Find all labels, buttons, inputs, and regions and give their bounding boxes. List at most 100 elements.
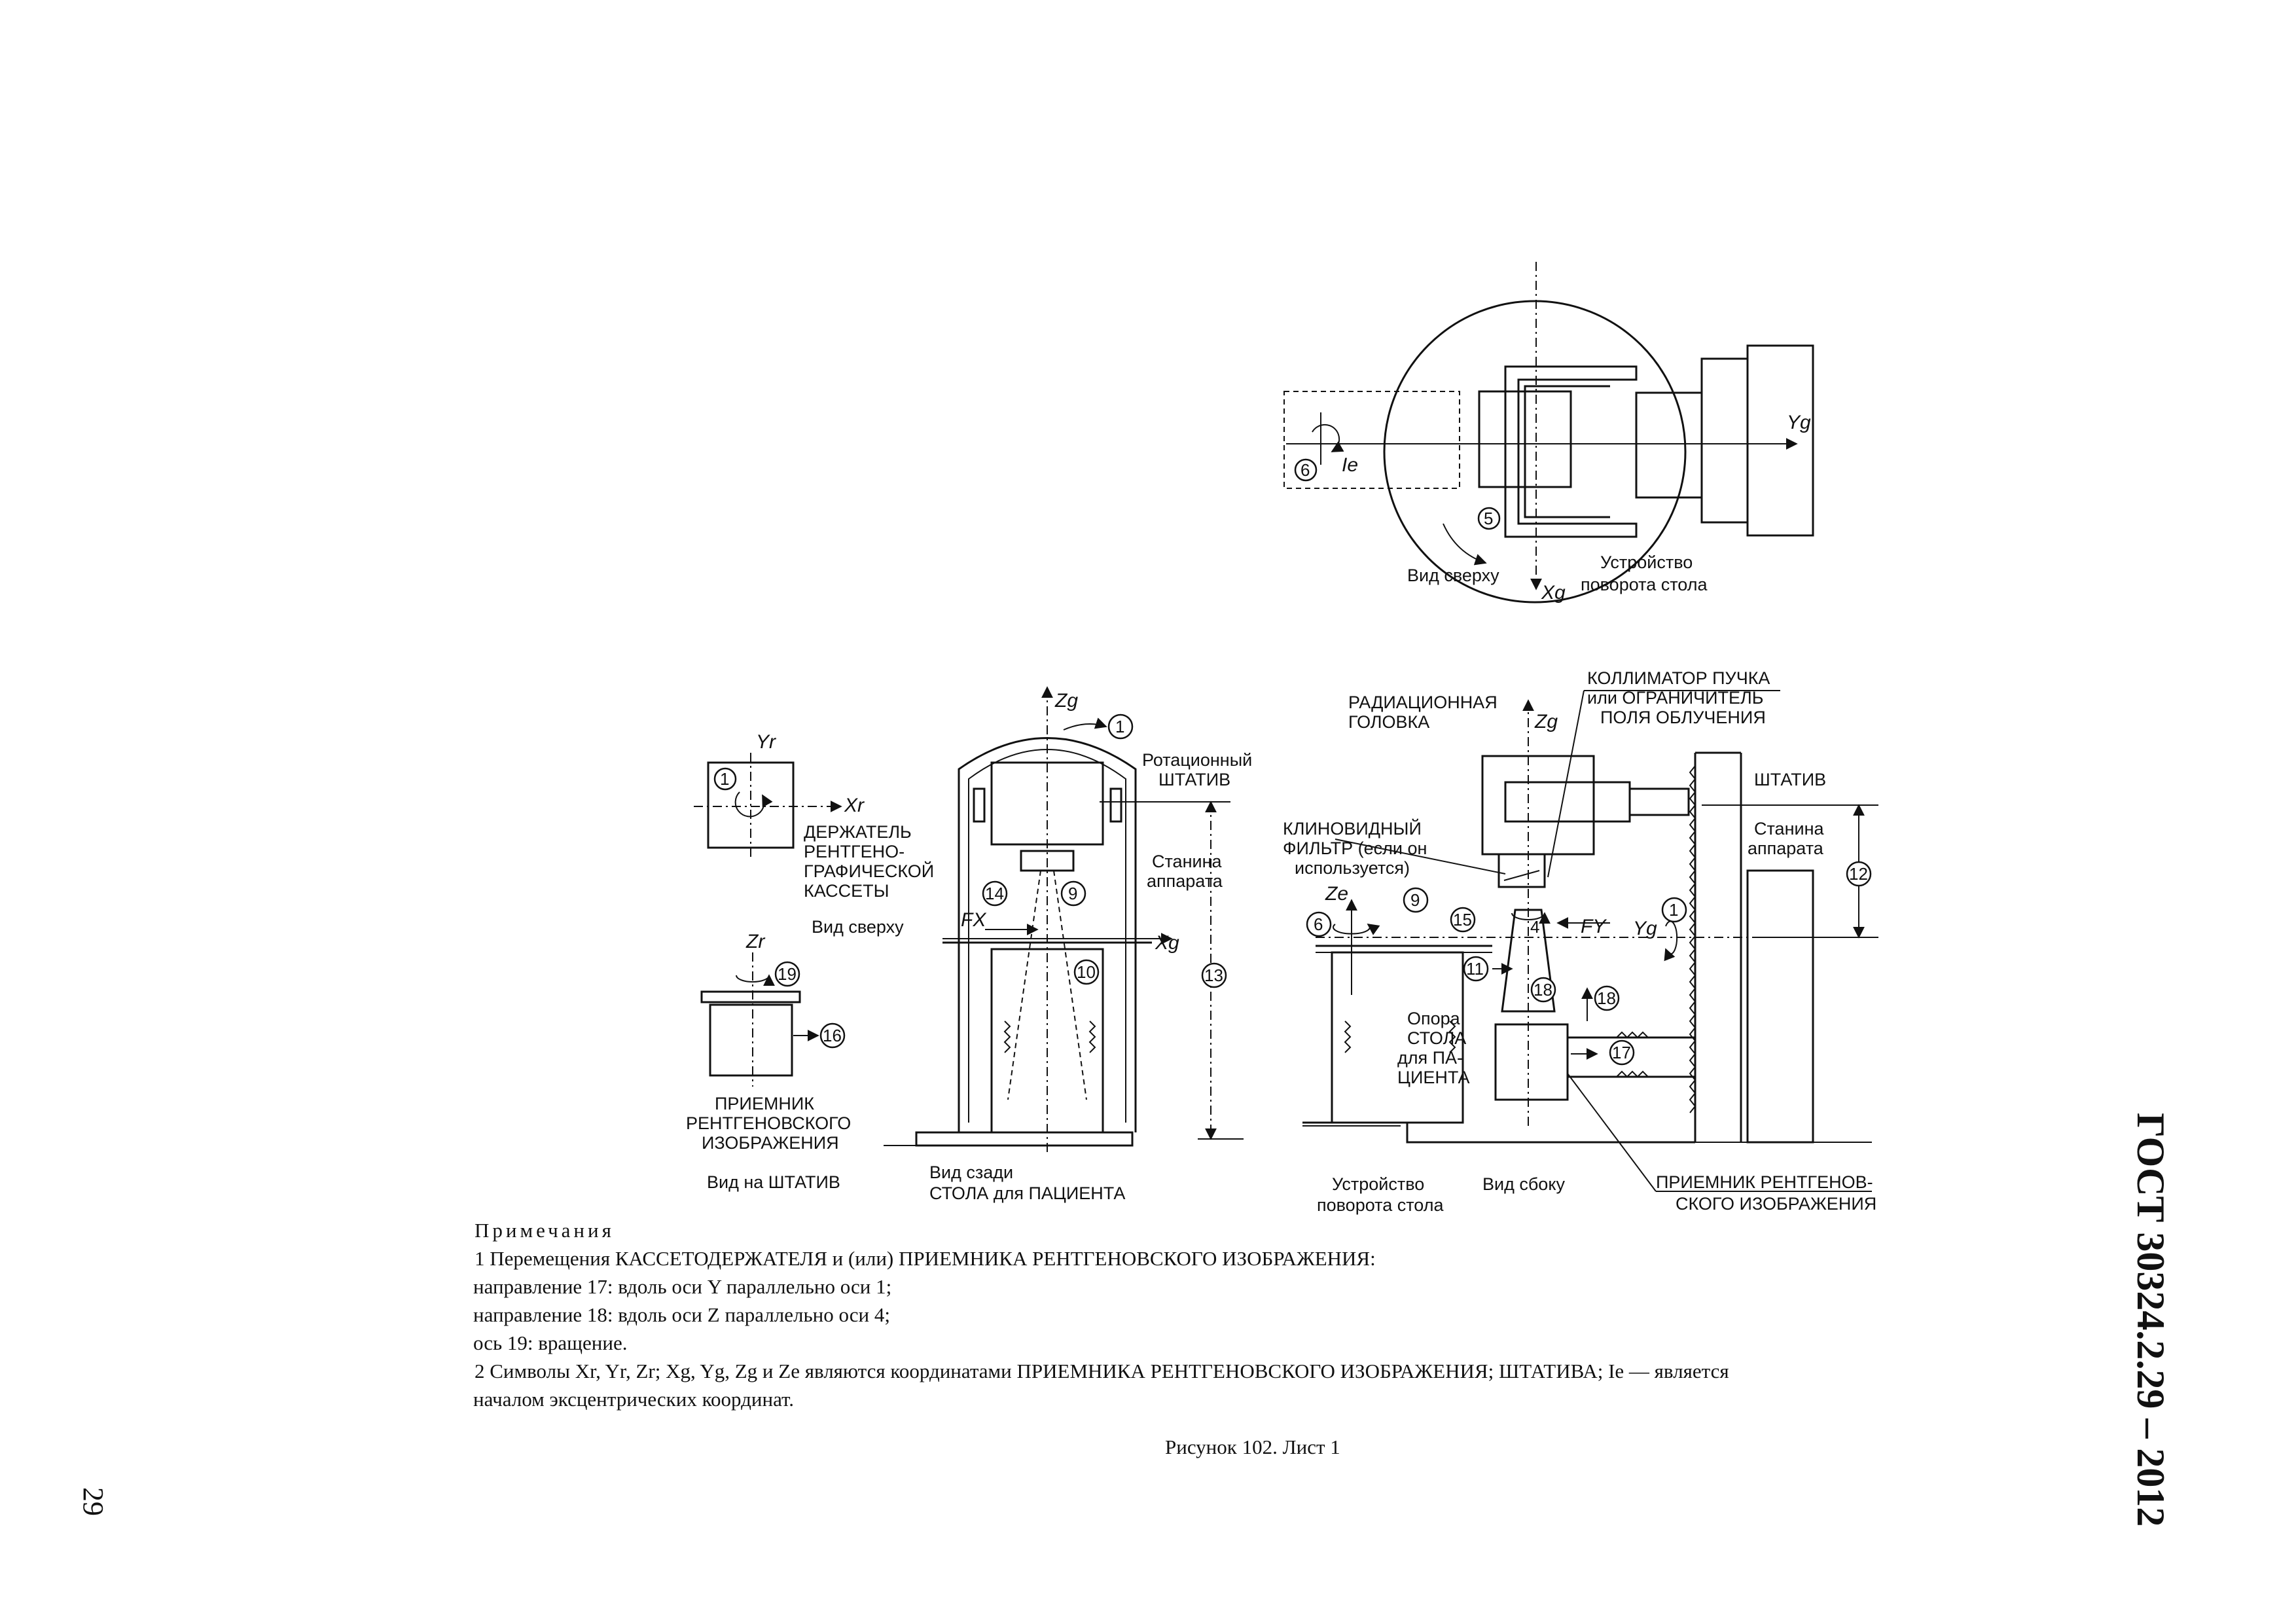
zg-label-side: Zg: [1534, 711, 1558, 732]
callout-18b-circle: [1594, 985, 1620, 1011]
wedge-filter: [1503, 870, 1540, 881]
callout-4: 4: [1530, 917, 1539, 937]
holder-label-4: КАССЕТЫ: [804, 881, 889, 901]
rear-view-label-2: СТОЛА для ПАЦИЕНТА: [929, 1183, 1125, 1203]
note-1: 1 Перемещения КАССЕТОДЕРЖАТЕЛЯ и (или) П…: [475, 1247, 1376, 1270]
frame-label-side-1: Станина: [1754, 819, 1824, 839]
collimator-label-1: КОЛЛИМАТОР ПУЧКА: [1587, 668, 1770, 688]
support-label-3: для ПА-: [1397, 1048, 1463, 1068]
turntable-label-1: Устройство: [1600, 552, 1693, 572]
receptor-block-left: [709, 1003, 793, 1077]
figure-caption: Рисунок 102. Лист 1: [1165, 1435, 1340, 1458]
callout-1-left: 1: [720, 769, 729, 789]
callout-5: 5: [1484, 509, 1493, 528]
radiation-head: [1481, 755, 1595, 856]
rot-stand-label-1: Ротационный: [1142, 750, 1252, 770]
callout-10-circle: [1073, 959, 1100, 985]
note-2: 2 Символы Xr, Yr, Zr; Xg, Yg, Zg и Ze яв…: [475, 1360, 1729, 1382]
rotation-arrow-5: [1443, 523, 1487, 566]
callout-14-circle: [982, 880, 1008, 907]
stand-pad-left: [973, 787, 986, 823]
collimator-label-3: ПОЛЯ ОБЛУЧЕНИЯ: [1600, 708, 1766, 727]
receptor-side-label-2: СКОГО ИЗОБРАЖЕНИЯ: [1676, 1194, 1876, 1214]
receptor-plate: [700, 990, 801, 1003]
shaft-block: [1635, 391, 1703, 499]
support-label-1: Опора: [1407, 1009, 1461, 1028]
callout-5-circle: [1477, 507, 1501, 530]
receptor-arm-side: [1566, 1036, 1696, 1078]
rotation-arrow-1-rear: [1063, 717, 1107, 731]
note-1b: направление 18: вдоль оси Z параллельно …: [473, 1303, 890, 1326]
fy-label: FY: [1581, 916, 1607, 937]
stand-column-side: [1694, 751, 1742, 1142]
arm-shaft: [1628, 787, 1690, 816]
rotation-arrow-1-left: [734, 791, 773, 818]
wedge-label-2: ФИЛЬТР (если он: [1283, 839, 1427, 858]
rotational-stand-outline: [958, 737, 1137, 1132]
callout-18b: 18: [1597, 988, 1616, 1008]
callout-12-circle: [1846, 861, 1872, 887]
ze-label: Ze: [1325, 883, 1348, 905]
callout-6-side-circle: [1306, 911, 1332, 937]
support-label-2: СТОЛА: [1407, 1028, 1466, 1048]
frame-label-side-2: аппарата: [1748, 839, 1824, 858]
zg-label-rear: Zg: [1054, 690, 1078, 712]
yg-label-top: Yg: [1787, 412, 1811, 433]
top-view-group: Yg Xg Ie 6 5 Вид сверху Устройство повор…: [1283, 262, 1814, 604]
receptor-label-1: ПРИЕМНИК: [715, 1094, 814, 1113]
receptor-label-3: ИЗОБРАЖЕНИЯ: [702, 1133, 839, 1153]
notes-block: Примечания 1 Перемещения КАССЕТОДЕРЖАТЕЛ…: [473, 1216, 2098, 1413]
callout-6-side: 6: [1314, 914, 1323, 934]
left-views-group: Yr Xr 1 ДЕРЖАТЕЛЬ РЕНТГЕНО- ГРАФИЧЕСКОЙ …: [686, 731, 934, 1192]
leader-collimator: [1547, 690, 1585, 878]
collimator-rear: [1020, 850, 1075, 872]
receptor-block-top: [1478, 390, 1572, 488]
rear-view-label-1: Вид сзади: [929, 1163, 1013, 1182]
callout-15: 15: [1453, 910, 1472, 929]
stand-frame-top: [1700, 357, 1749, 524]
callout-19-circle: [774, 961, 800, 987]
collimator-side: [1498, 853, 1546, 888]
callout-6-top: 6: [1300, 460, 1310, 480]
turntable-side-label-1: Устройство: [1332, 1174, 1424, 1194]
wedge-label-1: КЛИНОВИДНЫЙ: [1283, 818, 1422, 839]
receptor-arm-spring-top: [1616, 1031, 1649, 1039]
rear-view-group: Zg 1 Ротационный ШТАТИВ Станина аппарата…: [884, 686, 1252, 1203]
wedge-label-3: используется): [1295, 858, 1410, 878]
callout-1-rear-circle: [1107, 713, 1134, 740]
turntable-label-2: поворота стола: [1581, 575, 1708, 594]
note-1a: направление 17: вдоль оси Y параллельно …: [473, 1275, 892, 1298]
callout-13: 13: [1204, 965, 1223, 985]
callout-19: 19: [778, 964, 797, 984]
callout-10: 10: [1077, 962, 1096, 982]
callout-1-side-circle: [1661, 897, 1687, 923]
view-side-label: Вид сбоку: [1482, 1174, 1565, 1194]
note-1c: ось 19: вращение.: [473, 1331, 628, 1354]
callout-15-circle: [1450, 907, 1476, 933]
stand-base-top: [1746, 344, 1814, 537]
callout-1-side: 1: [1669, 900, 1678, 920]
rad-head-label-2: ГОЛОВКА: [1348, 712, 1429, 732]
side-view-group: РАДИАЦИОННАЯ ГОЛОВКА Zg КОЛЛИМАТОР ПУЧКА…: [1283, 668, 1878, 1215]
callout-9-side-circle: [1403, 887, 1429, 913]
ie-label-top: Ie: [1342, 454, 1358, 476]
xg-label-top: Xg: [1541, 582, 1566, 604]
cassette-bracket-outer: [1504, 365, 1638, 538]
leader-receptor: [1567, 1073, 1657, 1192]
spring-left-rear: [1003, 1020, 1011, 1053]
callout-1-rear: 1: [1115, 717, 1124, 736]
frame-label-2: аппарата: [1147, 871, 1223, 891]
yg-label-side: Yg: [1633, 918, 1657, 939]
support-spring-right: [1448, 1020, 1456, 1053]
tube-arm: [1504, 781, 1631, 823]
gost-header: ГОСТ 30324.2.29 – 2012: [2129, 1113, 2172, 1527]
stand-label-side: ШТАТИВ: [1754, 770, 1826, 789]
stand-base-side: [1746, 869, 1814, 1144]
callout-16-circle: [819, 1022, 846, 1049]
yr-label: Yr: [756, 731, 776, 753]
callout-9-side: 9: [1410, 890, 1420, 910]
callout-1-left-circle: [713, 767, 737, 791]
callout-14: 14: [985, 884, 1004, 903]
callout-18a-circle: [1530, 977, 1556, 1003]
leader-wedge: [1335, 839, 1506, 875]
